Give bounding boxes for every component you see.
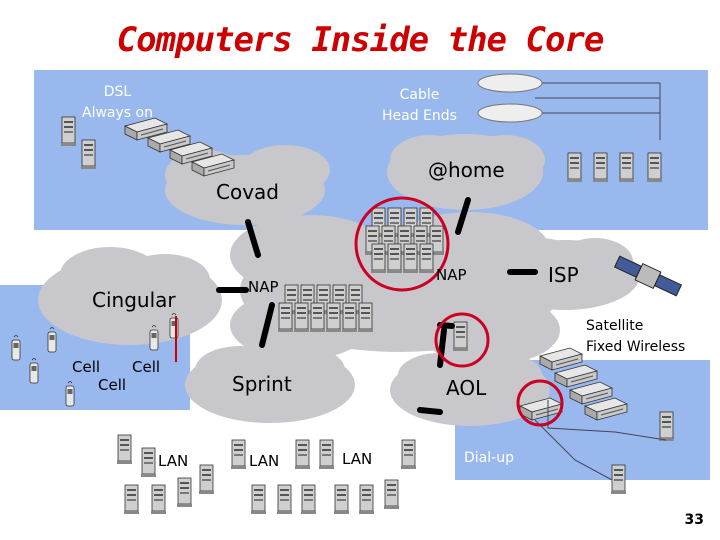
satellite-icon [613, 255, 683, 297]
slide-title: Computers Inside the Core [116, 20, 605, 60]
home-cloud [387, 134, 545, 210]
dialup-highlight-circle [516, 379, 564, 427]
nap-cluster-right [364, 207, 445, 274]
covad-label: Covad [216, 180, 279, 204]
lan-label-1: LAN [158, 452, 189, 470]
core-links [216, 197, 538, 415]
cell-label-1: Cell [72, 358, 101, 376]
nap-left-label: NAP [248, 278, 279, 296]
aol-label: AOL [446, 376, 487, 400]
lan-servers [116, 434, 417, 515]
cingular-label: Cingular [92, 288, 176, 312]
home-servers [566, 152, 663, 183]
dsl-label: DSL Always on [82, 84, 153, 121]
cell-label-3: Cell [98, 376, 127, 394]
lan-label-2: LAN [249, 452, 280, 470]
sprint-label: Sprint [232, 372, 292, 396]
home-label: @home [428, 158, 505, 182]
satellite-label: Satellite Fixed Wireless [586, 318, 686, 355]
sprint-cloud [185, 346, 355, 423]
lan-label-3: LAN [342, 450, 373, 468]
page-number: 33 [684, 512, 704, 528]
nap-right-label: NAP [436, 266, 467, 284]
dialup-label: Dial-up [464, 450, 514, 466]
isp-label: ISP [548, 263, 579, 287]
highlight-circles [354, 196, 564, 427]
dialup-racks [519, 347, 675, 495]
cable-head-ends [477, 73, 661, 140]
aol-server-highlight-circle [434, 312, 490, 368]
dsl-cable-panel [34, 70, 708, 230]
cell-label-2: Cell [132, 358, 161, 376]
cable-label: Cable Head Ends [382, 87, 457, 124]
cell-phones [11, 313, 179, 407]
dsl-racks [60, 116, 235, 177]
nap-highlight-circle [354, 196, 450, 292]
